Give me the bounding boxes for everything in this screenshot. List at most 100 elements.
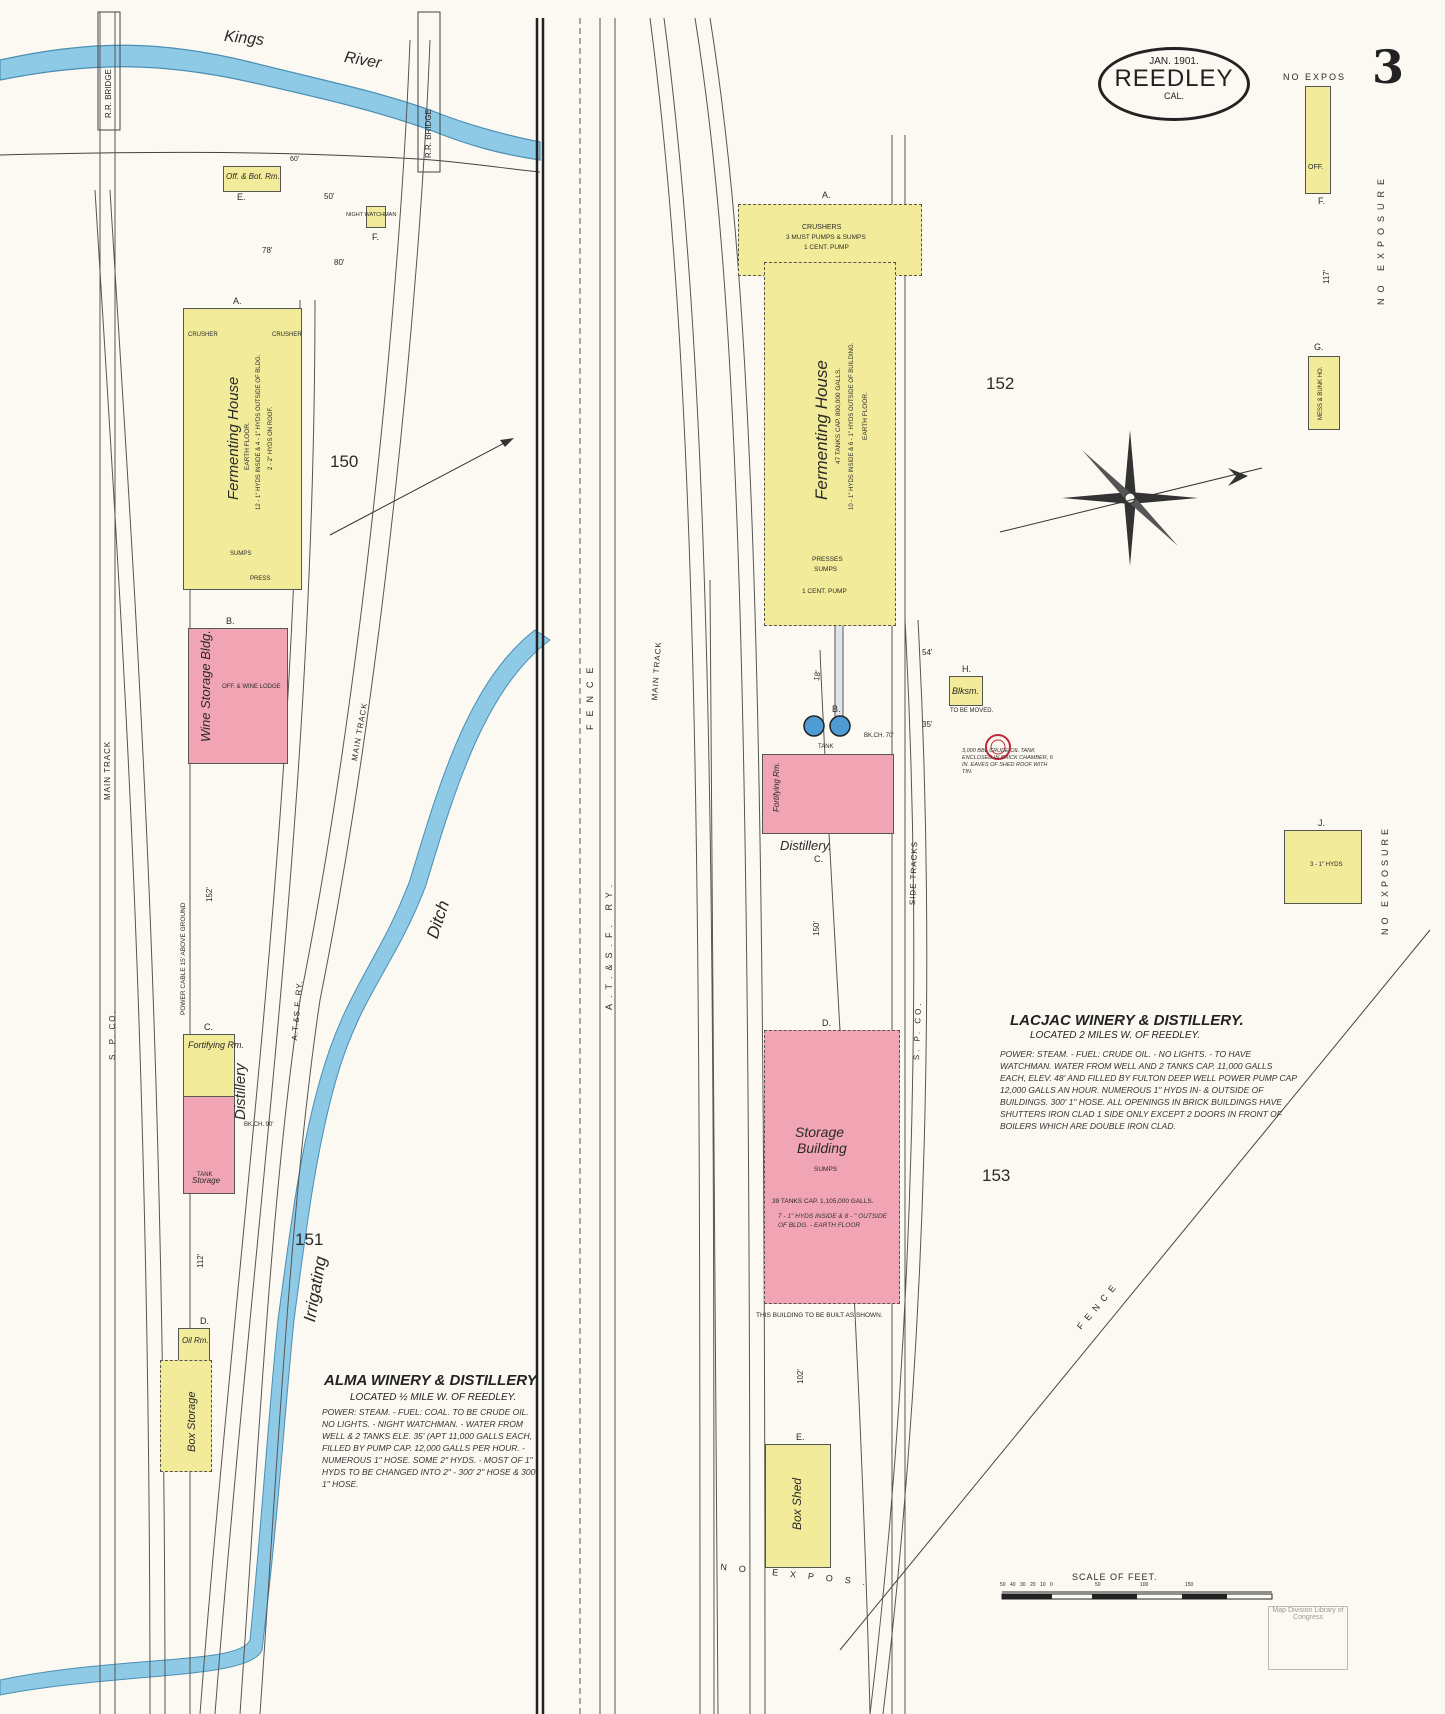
alma-a-hyds: 12 - 1" HYDS INSIDE & 4 - 1" HYDS OUTSID… [256,354,262,510]
scale-tick-label: 40 [1010,1582,1016,1588]
lacjac-c-letter: C. [814,854,823,864]
lacjac-blacksmith [949,676,983,706]
lacjac-a-floor: EARTH FLOOR. [862,392,869,440]
alma-oil-room [178,1328,210,1364]
lacjac-dist-4: 35' [922,720,933,729]
alma-dist-4: 152' [205,887,214,902]
lacjac-distillery-building [762,754,894,834]
lacjac-d-name-1: Storage [795,1124,845,1140]
lacjac-dist-2: 150' [812,921,821,936]
no-exposure-right-1: NO EXPOSURE [1376,172,1386,305]
alma-office-room [223,166,281,192]
lacjac-title: LACJAC WINERY & DISTILLERY. [1010,1012,1244,1029]
alma-b-letter: B. [226,616,235,626]
irrigating-ditch [0,629,551,1696]
scale-tick-label: 0 [1050,1582,1053,1588]
scale-tick-label: 30 [1020,1582,1026,1588]
alma-e-letter: E. [237,192,246,202]
alma-a-name: Fermenting House [225,376,242,500]
lacjac-storage-building [764,1030,900,1304]
alma-b-office: OFF. & WINE LODGE [222,684,281,690]
scale-tick-label: 150 [1185,1582,1194,1588]
alma-watchman-hut [366,206,386,228]
fence-left: FENCE [585,659,595,730]
alma-dist-6: 60' [290,156,300,163]
alma-c-name: Distillery [232,1063,249,1120]
scale-label: SCALE OF FEET. [1072,1572,1158,1582]
scale-tick-label: 20 [1030,1582,1036,1588]
lacjac-g-letter: G. [1314,342,1324,352]
lacjac-c-name: Distillery. [780,838,832,853]
lacjac-a-pump: 1 CENT. PUMP [804,244,849,251]
power-cable-label: POWER CABLE 15' ABOVE GROUND [180,902,187,1016]
alma-distillery-building [183,1096,235,1194]
alma-dist-5: 112' [196,1253,205,1268]
lacjac-b-tank: TANK [818,744,834,750]
lacjac-a-pump2: 1 CENT. PUMP [802,588,847,595]
alma-fortifying-room [183,1034,235,1098]
lacjac-dist-3: 102' [796,1369,805,1384]
sp-co-left: S. P. CO. [108,1009,117,1060]
alma-dist-2: 80' [334,258,345,267]
alma-d-oil: Oil Rm. [182,1336,209,1345]
lacjac-notes: POWER: STEAM. - FUEL: CRUDE OIL. - NO LI… [1000,1049,1297,1131]
river-bank [0,151,541,173]
alma-b-name: Wine Storage Bldg. [198,630,213,742]
alma-dist-1: 78' [262,246,273,255]
lacjac-a-must: 3 MUST PUMPS & SUMPS [786,234,866,241]
lacjac-box-shed [765,1444,831,1568]
title-block: JAN. 1901. REEDLEY CAL. [1098,47,1250,121]
alma-c-fort: Fortifying Rm. [188,1040,245,1050]
scale-tick-label: 50 [1000,1582,1006,1588]
alma-notes: POWER: STEAM. - FUEL: COAL. TO BE CRUDE … [322,1407,537,1489]
scale-bar [1001,1591,1273,1600]
scale-tick-label: 100 [1140,1582,1149,1588]
alma-d-name: Box Storage [186,1391,198,1452]
lacjac-h-note: TO BE MOVED. [950,708,994,714]
kings-river [0,44,541,161]
title-date: JAN. 1901. [1149,56,1199,67]
alma-press: PRESS [250,576,271,582]
main-track-left: MAIN TRACK [103,740,112,800]
sheet-number: 3 [1372,40,1405,94]
alma-c-chimney: BK.CH. 90' [244,1122,274,1128]
title-state: CAL. [1163,91,1184,101]
lacjac-e-letter: E. [796,1432,805,1442]
lacjac-d-sumps: SUMPS [814,1166,838,1173]
lacjac-a-press: PRESSES [812,556,843,563]
compass-rose [999,430,1263,566]
alma-f-letter: F. [372,232,380,242]
lacjac-tank-house-j [1284,830,1362,904]
lacjac-d-name-2: Building [797,1140,847,1156]
lacjac-a-hyds: 10 - 1" HYDS INSIDE & 6 - 1" HYDS OUTSID… [849,342,855,510]
lacjac-located: LOCATED 2 MILES W. OF REEDLEY. [1030,1030,1201,1041]
lacjac-a-crushers: CRUSHERS [802,224,842,231]
alma-a-letter: A. [233,296,242,306]
block-153: 153 [982,1166,1011,1185]
alma-fermenting-house [183,308,302,590]
lacjac-f-letter: F. [1318,196,1326,206]
alma-sumps: SUMPS [230,551,252,557]
library-stamp: Map Division Library of Congress [1268,1606,1348,1670]
atsf-mid: A.T.&S.F. RY. [604,878,614,1010]
alma-c-letter: C. [204,1022,213,1032]
lacjac-a-sumps: SUMPS [814,566,838,573]
block-152: 152 [986,374,1015,393]
no-exposure-right-2: NO EXPOSURE [1380,824,1390,935]
title-town: REEDLEY [1114,65,1234,92]
lacjac-a-tanks: 47 TANKS CAP. 800,000 GALLS. [835,367,842,464]
lacjac-c-fort: Fortifying Rm. [772,762,781,812]
lacjac-dist-1: 18' [812,669,823,682]
lacjac-dist-5: 54' [922,648,933,657]
bridge-right-label: R.R. BRIDGE [424,109,433,158]
alma-d-letter: D. [200,1316,209,1326]
lacjac-d-hyds: 7 - 1" HYDS INSIDE & 8 - " OUTSIDE OF BL… [778,1213,887,1229]
alma-dist-3: 50' [324,192,335,201]
lacjac-oil-tank: 3,000 BBL CRUDE OIL TANK ENCLOSED IN BRI… [962,748,1053,775]
lacjac-g-name: MESS & BUNK HO. [1318,366,1324,420]
lacjac-j-letter: J. [1318,818,1326,828]
alma-located: LOCATED ½ MILE W. OF REEDLEY. [350,1392,517,1403]
lacjac-fermenting-house [764,262,896,626]
